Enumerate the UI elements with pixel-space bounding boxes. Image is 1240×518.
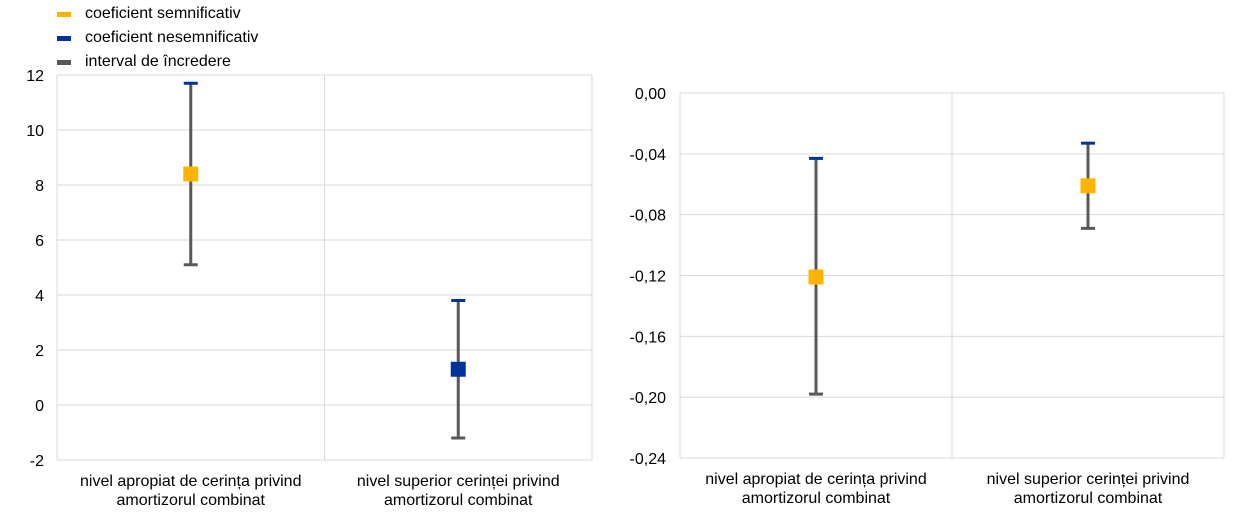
chart1-y-tick-label: 6 bbox=[35, 233, 44, 250]
legend-label-insignificant: coeficient nesemnificativ bbox=[85, 29, 259, 46]
legend-label-confidence-interval: interval de încredere bbox=[85, 53, 231, 70]
chart2-y-tick-label: 0,00 bbox=[635, 86, 666, 103]
chart1-y-tick-label: 10 bbox=[26, 123, 44, 140]
legend-item-significant: coeficient semnificativ bbox=[57, 2, 258, 26]
chart2-point-marker bbox=[1080, 178, 1096, 194]
chart2-y-tick-label: -0,20 bbox=[630, 390, 667, 407]
legend-label-significant: coeficient semnificativ bbox=[85, 5, 241, 22]
chart2-y-tick-label: -0,24 bbox=[630, 451, 667, 468]
chart1-point-marker bbox=[450, 361, 466, 377]
chart2-point-marker bbox=[808, 269, 824, 285]
chart2-y-tick-label: -0,16 bbox=[630, 329, 667, 346]
legend-item-insignificant: coeficient nesemnificativ bbox=[57, 26, 258, 50]
chart2-y-tick-label: -0,04 bbox=[630, 147, 667, 164]
legend-item-confidence-interval: interval de încredere bbox=[57, 50, 258, 74]
chart1-point-marker bbox=[183, 166, 199, 182]
legend: coeficient semnificativ coeficient nesem… bbox=[57, 2, 258, 74]
chart2-y-tick-label: -0,12 bbox=[630, 269, 667, 286]
legend-swatch-insignificant bbox=[57, 35, 71, 41]
chart1-y-tick-label: 8 bbox=[35, 178, 44, 195]
chart1-y-tick-label: 2 bbox=[35, 343, 44, 360]
chart1-y-tick-label: 4 bbox=[35, 288, 44, 305]
chart2-y-tick-label: -0,08 bbox=[630, 208, 667, 225]
legend-swatch-significant bbox=[57, 11, 71, 17]
chart1-y-tick-label: -2 bbox=[30, 453, 44, 470]
legend-swatch-confidence-interval bbox=[57, 59, 71, 65]
chart1-y-tick-label: 12 bbox=[26, 68, 44, 85]
chart1-y-tick-label: 0 bbox=[35, 398, 44, 415]
